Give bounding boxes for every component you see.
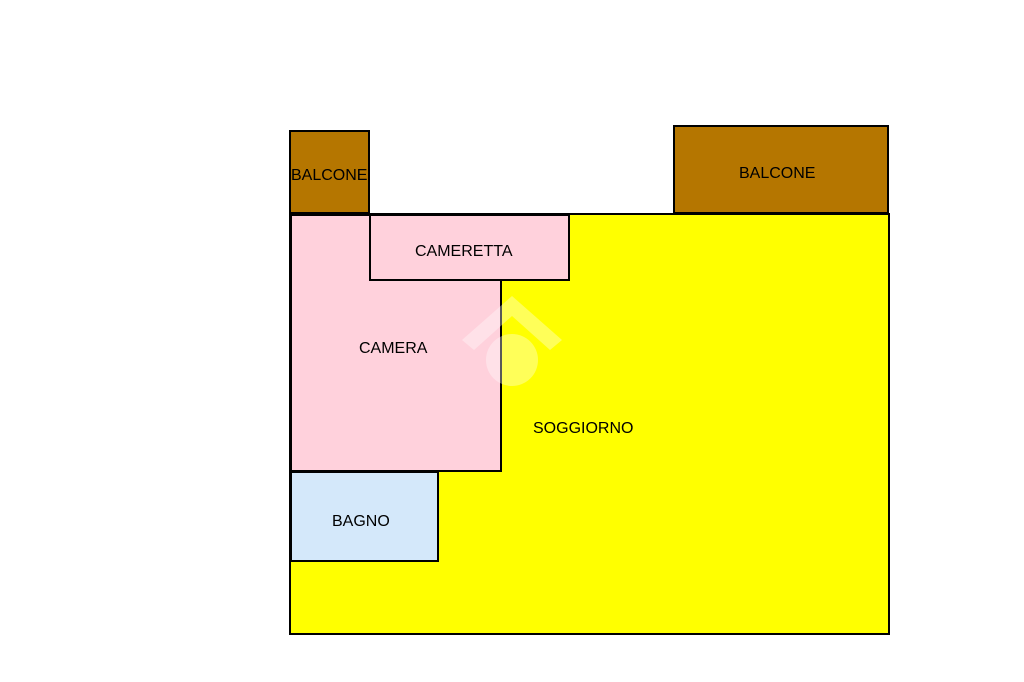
room-label-balcone-left: BALCONE xyxy=(291,167,368,184)
room-cameretta: CAMERETTA xyxy=(369,214,570,281)
room-label-cameretta: CAMERETTA xyxy=(415,243,513,260)
room-bagno: BAGNO xyxy=(290,471,439,562)
room-label-bagno: BAGNO xyxy=(332,513,390,530)
room-balcone-left: BALCONE xyxy=(289,130,370,214)
room-label-soggiorno: SOGGIORNO xyxy=(533,420,634,437)
room-balcone-right: BALCONE xyxy=(673,125,889,214)
room-label-balcone-right: BALCONE xyxy=(739,165,816,182)
room-label-camera: CAMERA xyxy=(359,340,428,357)
